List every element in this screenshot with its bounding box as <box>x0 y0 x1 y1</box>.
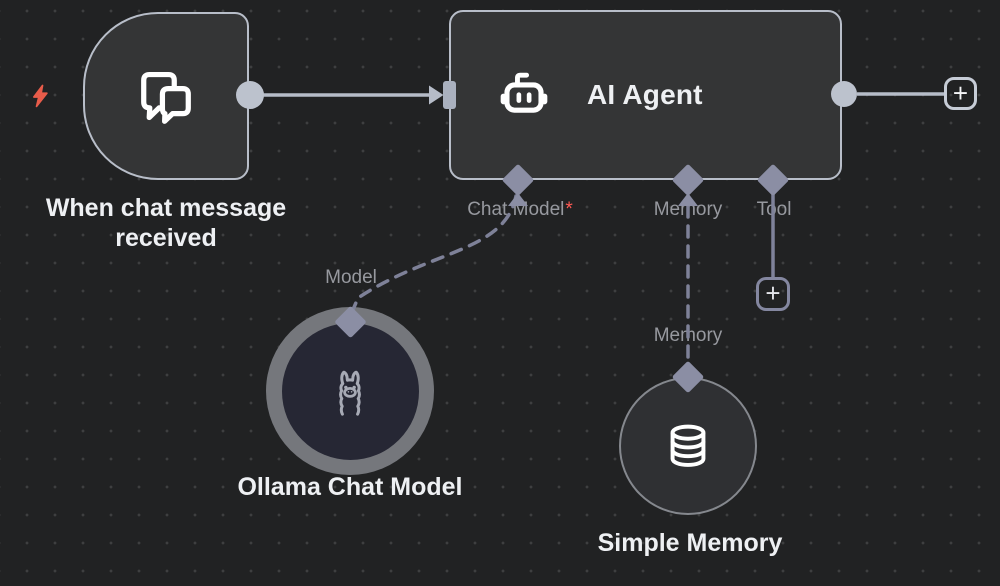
database-icon <box>670 424 706 467</box>
selection-ring <box>266 307 434 475</box>
add-tool-button[interactable]: + <box>756 277 790 311</box>
node-ollama-chat-model[interactable] <box>281 322 419 460</box>
node-title-ai-agent: AI Agent <box>587 79 703 110</box>
node-title-ollama: Ollama Chat Model <box>237 473 463 501</box>
lightning-bolt-icon <box>32 84 48 108</box>
connection-arrowhead-icon <box>429 85 444 105</box>
plus-icon: + <box>765 278 781 308</box>
node-ai-agent[interactable]: AI Agent <box>449 10 842 180</box>
port-label-memory-output: Memory <box>653 325 723 346</box>
port-label-model: Model <box>325 267 377 288</box>
chat-bubbles-icon <box>141 71 191 124</box>
required-asterisk: * <box>565 199 573 220</box>
node-simple-memory[interactable] <box>619 377 757 515</box>
add-node-button[interactable]: + <box>944 77 977 110</box>
llama-icon <box>339 370 361 416</box>
port-label-memory: Memory <box>653 199 723 220</box>
node-title-chat-trigger: When chat message received <box>45 194 287 252</box>
node-chat-trigger[interactable] <box>83 12 249 180</box>
node-title-simple-memory: Simple Memory <box>597 529 783 557</box>
port-label-chat-model: Chat Model* <box>467 199 573 220</box>
robot-icon <box>496 66 552 124</box>
port-label-tool: Tool <box>756 199 792 220</box>
plus-icon: + <box>952 77 969 108</box>
